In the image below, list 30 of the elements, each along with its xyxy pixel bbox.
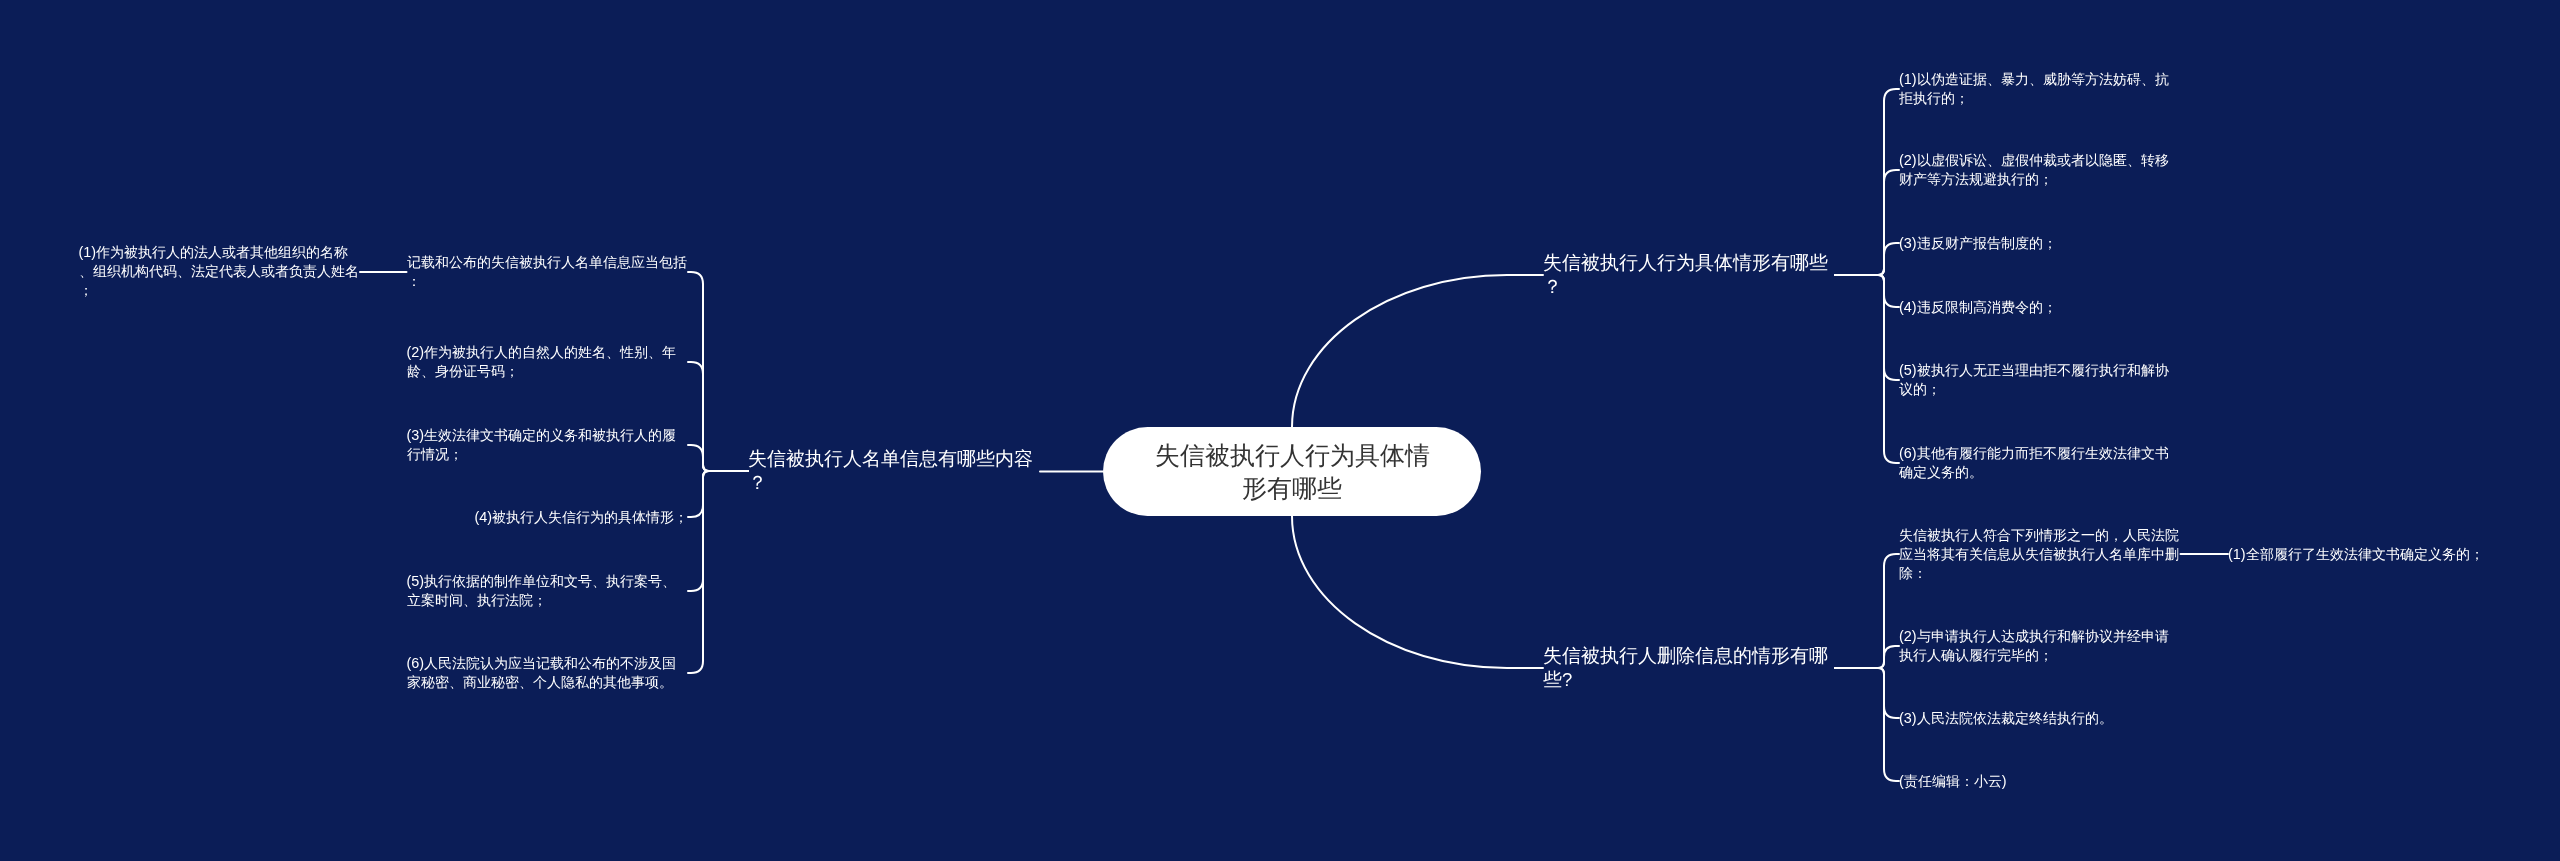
subtopic-text: (3)生效法律文书确定的义务和被执行人的履行情况； <box>406 426 688 464</box>
branch-topic: 失信被执行人名单信息有哪些内容？ <box>748 447 1040 495</box>
connector-line <box>1039 470 1104 473</box>
subtopic-text: 记载和公布的失信被执行人名单信息应当包括： <box>406 253 688 291</box>
subtopic-text: (6)人民法院认为应当记载和公布的不涉及国家秘密、商业秘密、个人隐私的其他事项。 <box>406 654 688 692</box>
branch-topic: 失信被执行人行为具体情形有哪些？ <box>1543 251 1835 299</box>
subtopic-text: (1)全部履行了生效法律文书确定义务的； <box>2228 544 2484 564</box>
central-topic: 失信被执行人行为具体情形有哪些 <box>1103 427 1481 516</box>
subtopic-text: (2)作为被执行人的自然人的姓名、性别、年龄、身份证号码； <box>406 343 688 381</box>
subtopic-text: (5)执行依据的制作单位和文号、执行案号、立案时间、执行法院； <box>406 572 688 610</box>
subtopic-text: (1)作为被执行人的法人或者其他组织的名称、组织机构代码、法定代表人或者负责人姓名； <box>78 242 360 300</box>
branch-topic: 失信被执行人删除信息的情形有哪些? <box>1543 644 1835 692</box>
subtopic-text: (1)以伪造证据、暴力、威胁等方法妨碍、抗拒执行的； <box>1899 70 2181 108</box>
connector-line <box>1291 515 1544 669</box>
connector-line <box>687 470 749 674</box>
subtopic-text: (责任编辑：小云) <box>1899 771 2007 791</box>
connector-line <box>1291 274 1544 428</box>
subtopic-text: (3)违反财产报告制度的； <box>1899 233 2057 253</box>
subtopic-text: (4)违反限制高消费令的； <box>1899 297 2057 317</box>
connector-line <box>2179 553 2229 555</box>
subtopic-text: (3)人民法院依法裁定终结执行的。 <box>1899 708 2113 728</box>
subtopic-text: 失信被执行人符合下列情形之一的，人民法院应当将其有关信息从失信被执行人名单库中删除： <box>1899 525 2181 583</box>
connector-line <box>1834 667 1900 782</box>
subtopic-text: (5)被执行人无正当理由拒不履行执行和解协议的； <box>1899 361 2181 399</box>
subtopic-text: (4)被执行人失信行为的具体情形； <box>474 507 688 527</box>
connector-line <box>1834 274 1900 464</box>
connector-line <box>359 271 408 273</box>
subtopic-text: (6)其他有履行能力而拒不履行生效法律文书确定义务的。 <box>1899 444 2181 482</box>
subtopic-text: (2)与申请执行人达成执行和解协议并经申请执行人确认履行完毕的； <box>1899 627 2181 665</box>
subtopic-text: (2)以虚假诉讼、虚假仲裁或者以隐匿、转移财产等方法规避执行的； <box>1899 151 2181 189</box>
